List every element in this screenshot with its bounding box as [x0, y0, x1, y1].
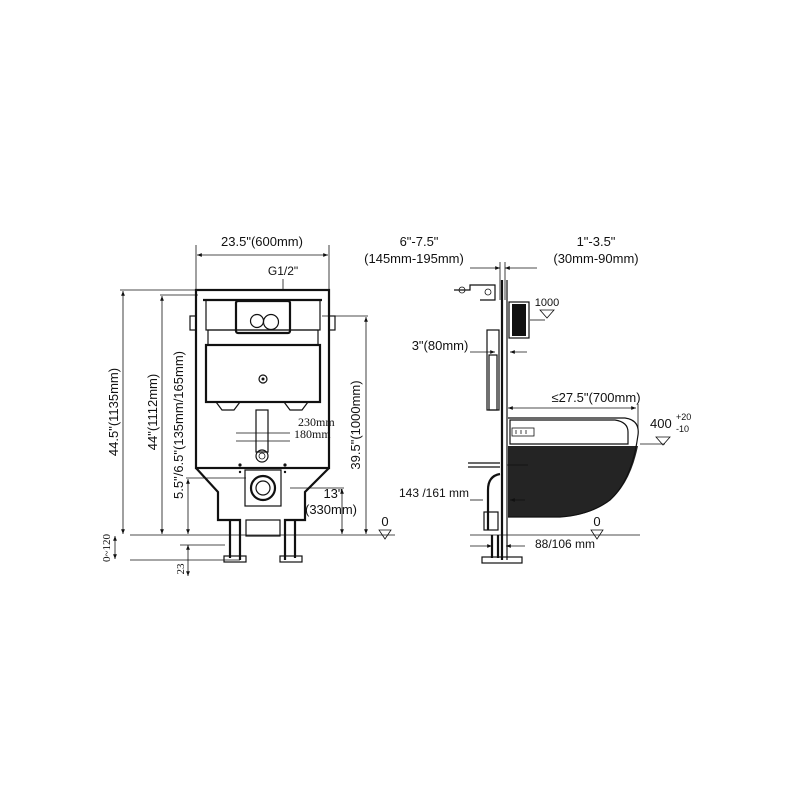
height-total-label: 44.5"(1135mm) [106, 368, 121, 456]
flange-upper-label: 230mm [298, 415, 335, 429]
flush-button-small [249, 313, 265, 329]
cistern-tank [204, 343, 322, 404]
lower-bracket [195, 467, 330, 560]
drain-outlet [249, 474, 277, 502]
flush-plate-side [508, 301, 545, 339]
level-marker-icon [378, 529, 392, 540]
side-view: 6"-7.5" (145mm-195mm) 1"-3.5" (30mm-90mm… [364, 234, 691, 564]
flush-pipe [255, 409, 269, 453]
bolt-span-mm: (330mm) [305, 502, 357, 517]
button-height-label: 39.5"(1000mm) [348, 380, 363, 469]
width-label: 23.5"(600mm) [221, 234, 303, 249]
seat-height-plus: +20 [676, 412, 691, 422]
wall-depth-mm: (145mm-195mm) [364, 251, 464, 266]
inlet-label: G1/2" [268, 264, 298, 278]
bowl-length-label: ≤27.5"(700mm) [551, 390, 640, 405]
seat-height-value: 400 [650, 416, 672, 431]
pipe-offset-label: 3"(80mm) [412, 338, 469, 353]
drain-depth-label: 143 /161 mm [399, 486, 469, 500]
front-view: 23.5"(600mm) G1/2" [101, 234, 395, 576]
bolt-span-inch: 13" [323, 486, 342, 501]
panel-depth-inch: 1"-3.5" [577, 234, 616, 249]
legs [223, 520, 303, 563]
leg-min-label: 23 [175, 563, 187, 575]
flush-button-large [262, 313, 280, 331]
panel-depth-mm: (30mm-90mm) [553, 251, 638, 266]
seat-height-minus: -10 [676, 424, 689, 434]
toilet-bowl [508, 417, 639, 518]
height-frame-label: 44"(1112mm) [145, 374, 160, 450]
button-level-label: 1000 [535, 297, 559, 309]
flange-lower-label: 180mm [294, 427, 331, 441]
drain-height-label: 5.5"/6.5"(135mm/165mm) [171, 351, 186, 499]
floor-zero-side: 0 [593, 514, 600, 529]
foot-plate [481, 556, 523, 564]
floor-zero-front: 0 [381, 514, 388, 529]
seat-level-icon [655, 436, 671, 446]
flush-button-plate [234, 299, 292, 335]
floor-level-icon [590, 529, 604, 540]
leg-adjust-label: 0~120 [101, 534, 113, 562]
frame [189, 288, 336, 470]
wall-depth-inch: 6"-7.5" [400, 234, 439, 249]
foot-depth-label: 88/106 mm [535, 537, 595, 551]
button-level-icon [539, 309, 555, 319]
